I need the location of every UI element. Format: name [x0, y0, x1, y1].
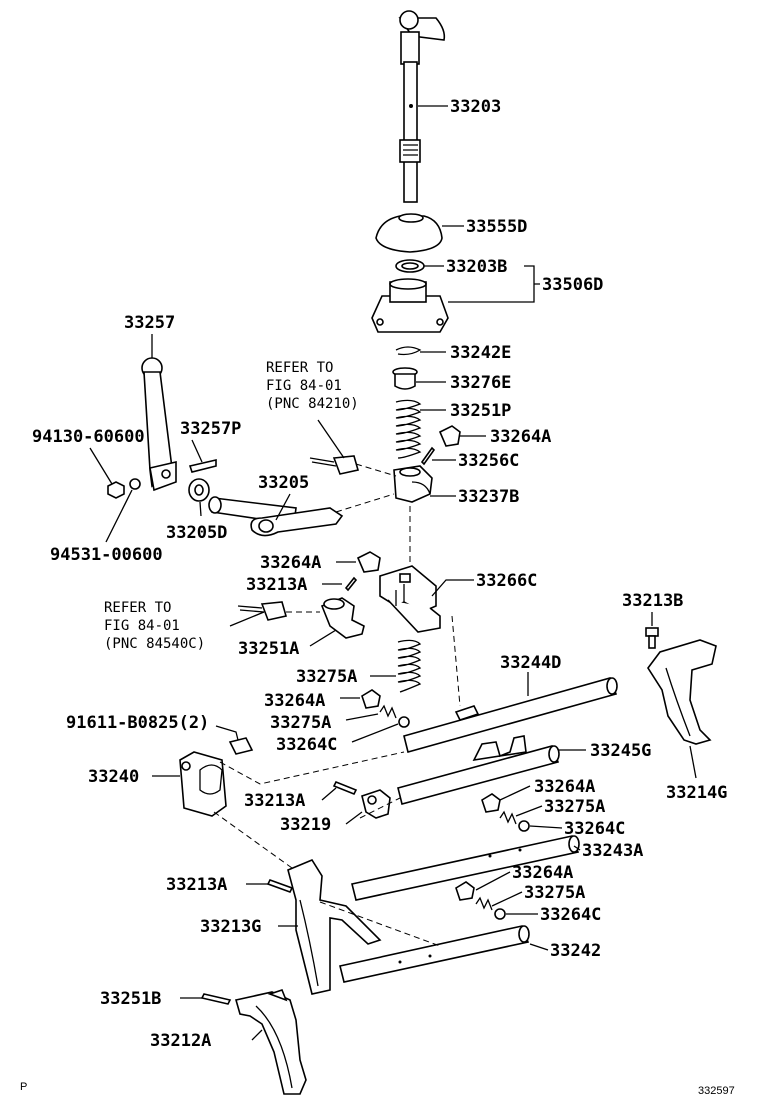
refer-note-1-line3: (PNC 84210): [266, 396, 359, 412]
interlock-bracket: [379, 565, 441, 633]
refer-note-1-line2: FIG 84-01: [266, 378, 342, 394]
label-94130-60600: 94130-60600: [32, 427, 145, 447]
label-33251A: 33251A: [238, 639, 299, 659]
label-33213G: 33213G: [200, 917, 261, 937]
spring-small-2: [499, 810, 517, 825]
switch-sensor-2: [237, 601, 288, 621]
ball-3: [494, 908, 506, 920]
label-33251P: 33251P: [450, 401, 511, 421]
plug-cap-5: [455, 881, 475, 901]
pin-3: [344, 576, 358, 592]
shift-head-3: [361, 789, 391, 819]
label-33205: 33205: [258, 473, 309, 493]
label-33242: 33242: [550, 941, 601, 961]
label-33205D: 33205D: [166, 523, 227, 543]
ball-1: [398, 716, 410, 728]
label-33264C: 33264C: [276, 735, 337, 755]
label-33213A-2: 33213A: [244, 791, 305, 811]
ball-2: [518, 820, 530, 832]
label-33256C: 33256C: [458, 451, 519, 471]
shift-fork-33214G: [647, 639, 717, 745]
refer-note-2-line1: REFER TO: [104, 600, 171, 616]
pin-5: [266, 879, 294, 893]
spring-upper: [395, 399, 422, 459]
label-33264A: 33264A: [490, 427, 551, 447]
refer-note-2-line2: FIG 84-01: [104, 618, 180, 634]
spring-small-1: [379, 704, 397, 719]
label-33251B: 33251B: [100, 989, 161, 1009]
refer-note-2-line3: (PNC 84540C): [104, 636, 205, 652]
label-33264A-2: 33264A: [260, 553, 321, 573]
refer-note-1-line1: REFER TO: [266, 360, 333, 376]
label-33214G: 33214G: [666, 783, 727, 803]
shift-shaft-33242: [339, 925, 530, 983]
footer-code: 332597: [698, 1085, 735, 1097]
label-33219: 33219: [280, 815, 331, 835]
spring-lower: [397, 639, 422, 693]
label-33213A: 33213A: [246, 575, 307, 595]
plug-cap-3: [361, 689, 381, 709]
plug-cap-2: [356, 551, 381, 573]
label-33264A-3: 33264A: [264, 691, 325, 711]
bolt: [228, 737, 254, 755]
shift-block: [179, 751, 227, 817]
label-33276E: 33276E: [450, 373, 511, 393]
pin-2: [188, 458, 217, 473]
label-33237B: 33237B: [458, 487, 519, 507]
plug-cap-4: [481, 793, 501, 813]
label-33244D: 33244D: [500, 653, 561, 673]
label-33264A-5: 33264A: [512, 863, 573, 883]
bolt-33213B: [645, 627, 659, 649]
pin-1: [420, 446, 436, 466]
label-33203B: 33203B: [446, 257, 507, 277]
label-33213B: 33213B: [622, 591, 683, 611]
label-33555D: 33555D: [466, 217, 527, 237]
label-33275A-3: 33275A: [544, 797, 605, 817]
label-94531-00600: 94531-00600: [50, 545, 163, 565]
shift-lever-shaft: [398, 10, 446, 203]
label-33266C: 33266C: [476, 571, 537, 591]
label-33213A-3: 33213A: [166, 875, 227, 895]
label-91611-B0825: 91611-B0825(2): [66, 713, 209, 733]
select-lever: [141, 357, 177, 492]
bushing: [392, 367, 418, 390]
label-33212A: 33212A: [150, 1031, 211, 1051]
plug-cap-1: [438, 425, 461, 447]
label-33275A: 33275A: [296, 667, 357, 687]
label-33275A-4: 33275A: [524, 883, 585, 903]
label-33264A-4: 33264A: [534, 777, 595, 797]
shift-head-2: [320, 597, 365, 639]
label-33243A: 33243A: [582, 841, 643, 861]
shift-fork-33213G: [287, 859, 382, 995]
pin-6: [200, 993, 232, 1005]
label-33275A-2: 33275A: [270, 713, 331, 733]
label-33264C-2: 33264C: [564, 819, 625, 839]
label-33506D: 33506D: [542, 275, 603, 295]
label-33203: 33203: [450, 97, 501, 117]
label-33257: 33257: [124, 313, 175, 333]
shift-head: [393, 465, 433, 503]
label-33264C-3: 33264C: [540, 905, 601, 925]
spring-small-3: [475, 896, 493, 911]
shift-inner-lever: [208, 496, 344, 537]
shift-fork-33212A: [234, 989, 307, 1095]
switch-sensor-1: [309, 419, 360, 475]
label-33240: 33240: [88, 767, 139, 787]
shift-housing: [371, 278, 449, 333]
shift-boot: [375, 213, 443, 253]
oil-seal-inner: [401, 262, 419, 270]
nut: [107, 481, 125, 499]
shift-shaft-33245G: [397, 735, 560, 805]
washer: [129, 478, 141, 490]
label-33245G: 33245G: [590, 741, 651, 761]
label-33257P: 33257P: [180, 419, 241, 439]
shift-shaft-33244D: [403, 677, 618, 753]
snap-ring: [395, 346, 422, 356]
footer-left: P: [20, 1081, 27, 1093]
pin-4: [332, 780, 358, 796]
label-33242E: 33242E: [450, 343, 511, 363]
